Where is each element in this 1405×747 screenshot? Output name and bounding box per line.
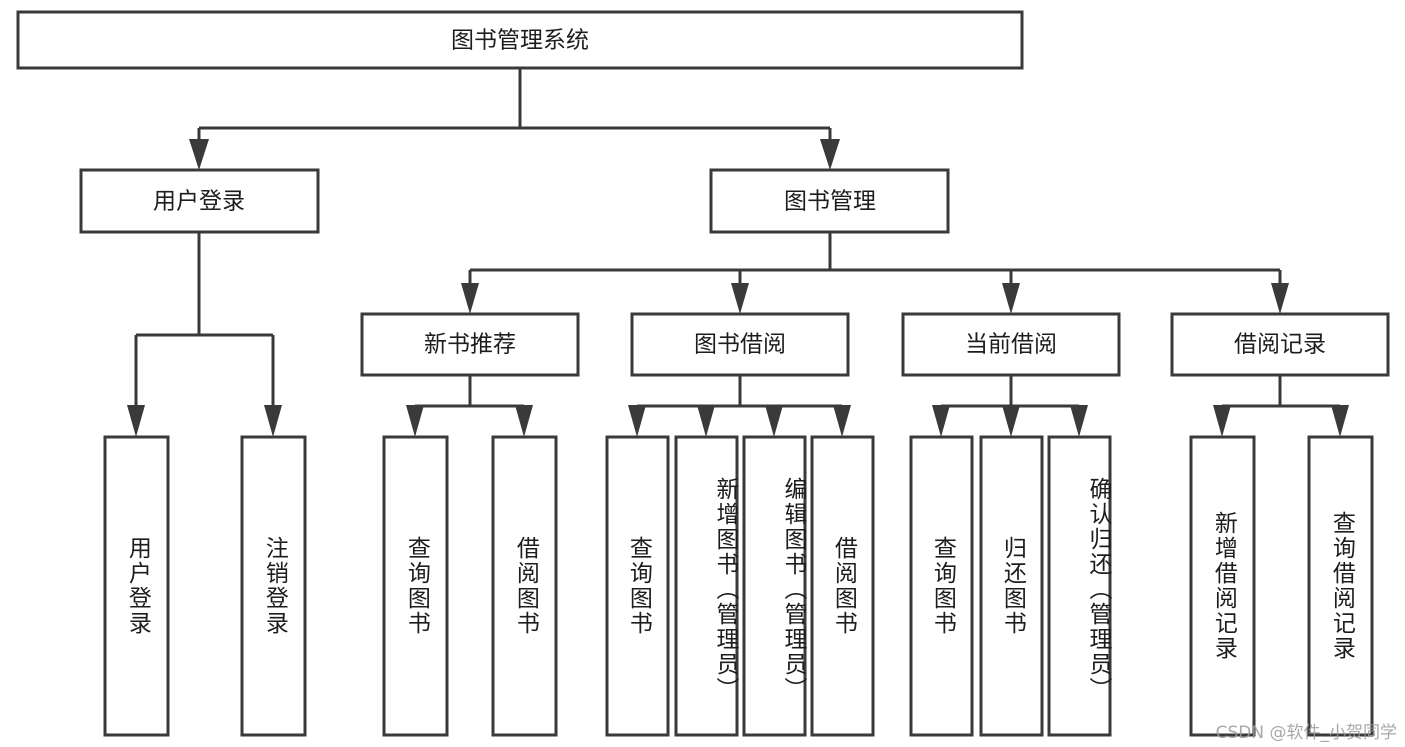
node-leaf-borrow-record-1[interactable] — [1189, 435, 1256, 737]
arrow-bookmgmt-to-borrowrecord — [1271, 283, 1289, 314]
node-leaf-current-borrow-1[interactable] — [909, 435, 974, 737]
node-new-book-recommend[interactable] — [360, 312, 580, 377]
arrow-bookborrow-leaf-1 — [628, 405, 646, 437]
node-borrow-record-label: 借阅记录 — [1234, 332, 1326, 358]
node-leaf-user-login-2[interactable] — [240, 435, 307, 737]
node-leaf-book-borrow-3[interactable] — [742, 435, 807, 737]
arrow-currentborrow-leaf-2 — [1002, 405, 1020, 437]
node-leaf-book-borrow-1[interactable] — [605, 435, 670, 737]
node-root[interactable] — [16, 10, 1024, 70]
connectors-layer — [127, 68, 1349, 437]
arrow-currentborrow-leaf-1 — [932, 405, 950, 437]
node-book-management-label: 图书管理 — [784, 189, 876, 215]
node-user-login[interactable] — [79, 168, 320, 234]
node-leaf-book-borrow-4[interactable] — [810, 435, 875, 737]
node-current-borrow[interactable] — [901, 312, 1121, 377]
watermark-text: CSDN @软件_小贺同学 — [1215, 723, 1397, 743]
arrow-borrowrecord-leaf-2 — [1331, 405, 1349, 437]
node-leaf-current-borrow-2[interactable] — [979, 435, 1044, 737]
arrow-borrowrecord-leaf-1 — [1213, 405, 1231, 437]
arrow-bookborrow-leaf-3 — [765, 405, 783, 437]
arrow-bookborrow-leaf-2 — [697, 405, 715, 437]
node-leaf-current-borrow-3[interactable] — [1047, 435, 1112, 737]
nodes-layer: 图书管理系统 用户登录 图书管理 新书推荐 图书借阅 当前借阅 借阅记录 — [16, 10, 1390, 737]
node-leaf-new-book-1[interactable] — [382, 435, 449, 737]
arrow-bookmgmt-to-newbook — [461, 283, 479, 314]
node-leaf-new-book-2[interactable] — [491, 435, 558, 737]
arrow-userlogin-leaf-1 — [127, 405, 145, 437]
node-book-management[interactable] — [709, 168, 950, 234]
node-book-borrow[interactable] — [630, 312, 850, 377]
arrow-bookmgmt-to-bookborrow — [731, 283, 749, 314]
arrow-userlogin-leaf-2 — [264, 405, 282, 437]
arrow-newbook-leaf-2 — [515, 405, 533, 437]
arrow-bookborrow-leaf-4 — [833, 405, 851, 437]
arrow-bookmgmt-to-currentborrow — [1002, 283, 1020, 314]
node-borrow-record[interactable] — [1170, 312, 1390, 377]
node-leaf-borrow-record-2[interactable] — [1307, 435, 1374, 737]
node-new-book-recommend-label: 新书推荐 — [424, 332, 516, 358]
node-leaf-book-borrow-2[interactable] — [674, 435, 739, 737]
arrow-root-to-user-login — [189, 139, 209, 170]
node-root-label: 图书管理系统 — [451, 28, 589, 54]
node-user-login-label: 用户登录 — [153, 189, 245, 215]
node-current-borrow-label: 当前借阅 — [965, 332, 1057, 358]
node-book-borrow-label: 图书借阅 — [694, 332, 786, 358]
arrow-newbook-leaf-1 — [406, 405, 424, 437]
node-leaf-user-login-1[interactable] — [103, 435, 170, 737]
arrow-root-to-book-mgmt — [820, 139, 840, 170]
arrow-currentborrow-leaf-3 — [1070, 405, 1088, 437]
